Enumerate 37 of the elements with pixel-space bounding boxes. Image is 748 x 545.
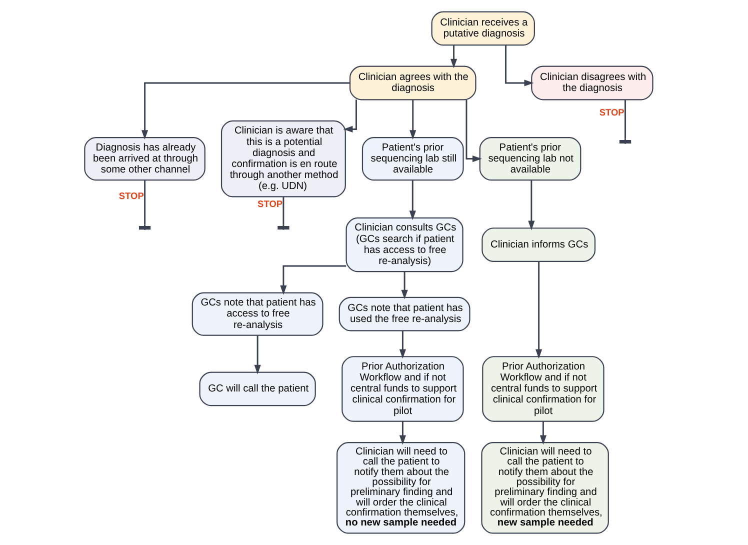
arrow	[450, 45, 457, 68]
arrow	[280, 265, 346, 295]
arrow	[465, 100, 482, 162]
node-box: GCs note that patient has used the free re-analysis	[338, 296, 470, 332]
node-box: Patient's prior sequencing lab still available	[361, 136, 464, 181]
node-box: Diagnosis has already been arrived at through some other channel	[84, 136, 205, 181]
node-box: Clinician disagrees with the diagnosis	[530, 66, 653, 100]
arrow	[504, 45, 534, 86]
arrow	[254, 336, 260, 374]
node-box: Clinician consults GCs (GCs search if patient has access to free re-analysis)	[345, 217, 463, 272]
node-box: GCs note that patient has access to free re-analysis	[191, 292, 323, 336]
node-box: Clinician will need to call the patient to notify them about the possibility for preliminary finding and will order the clinical confirmation themselves, new sample needed	[480, 442, 608, 534]
node-box: Clinician will need to call the patient to notify them about the possibility for preliminary finding and will order the clinical confirmation themselves, no new sample needed	[336, 442, 465, 534]
connector	[624, 100, 626, 144]
node-box: Prior Authorization Workflow and if not central funds to support clinical confirmation for pilot	[341, 356, 464, 422]
edge-label: STOP	[598, 108, 624, 118]
arrow	[539, 421, 546, 445]
edge-label: STOP	[118, 190, 144, 201]
connector	[282, 196, 284, 230]
edge-label: STOP	[257, 199, 282, 210]
node-box: GC will call the patient	[198, 372, 316, 406]
node-box: Clinician agrees with the diagnosis	[348, 66, 476, 100]
arrow	[140, 82, 350, 140]
arrow	[528, 180, 534, 230]
node-box: Prior Authorization Workflow and if not central funds to support clinical confirmation for pilot	[482, 356, 604, 422]
arrow	[398, 421, 406, 445]
arrow	[409, 100, 416, 140]
node-box: Clinician receives a putative diagnosis	[430, 11, 534, 46]
arrow	[535, 262, 542, 359]
node-box: Clinician is aware that this is a potential diagnosis and confirmation is en route through another method (e.g. UDN)	[220, 120, 346, 198]
node-box: Clinician informs GCs	[481, 228, 596, 262]
arrow	[342, 100, 356, 133]
arrow	[398, 331, 406, 359]
arrow	[408, 180, 416, 220]
arrow	[400, 272, 408, 300]
connector	[144, 180, 146, 230]
node-box: Patient's prior sequencing lab not available	[478, 136, 581, 181]
